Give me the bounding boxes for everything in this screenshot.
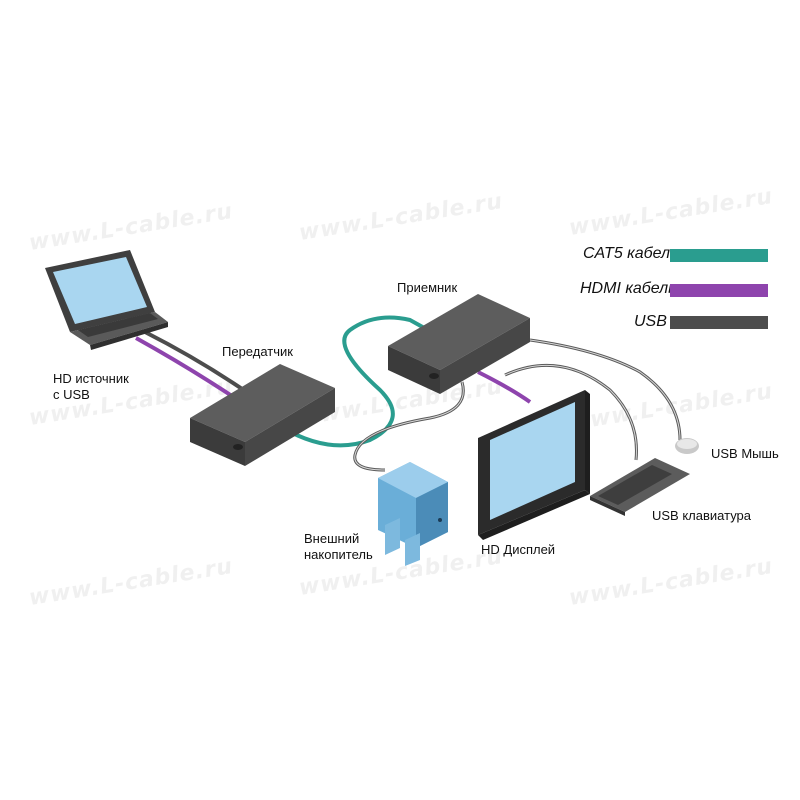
transmitter-device <box>190 364 335 466</box>
hdmi-cable-display <box>477 370 532 404</box>
legend-hdmi-label: HDMI кабель <box>580 280 677 297</box>
label-hd-source-line2: с USB <box>53 387 90 402</box>
label-receiver: Приемник <box>397 280 458 295</box>
label-external-storage-line2: накопитель <box>304 547 373 562</box>
label-usb-mouse: USB Мышь <box>711 446 779 461</box>
keyboard-icon <box>590 458 690 516</box>
receiver-device <box>388 294 530 394</box>
label-hd-display: HD Дисплей <box>481 542 556 557</box>
legend-usb-swatch <box>670 316 768 329</box>
mouse-icon <box>675 438 699 454</box>
label-usb-keyboard: USB клавиатура <box>652 508 752 523</box>
usb-cable-storage <box>353 381 465 472</box>
label-hd-source-line1: HD источник <box>53 371 129 386</box>
label-external-storage-line1: Внешний <box>304 531 360 546</box>
legend-hdmi-swatch <box>670 284 768 297</box>
legend-usb-label: USB <box>634 313 667 330</box>
legend-cat5-label: CAT5 кабель <box>583 245 679 262</box>
legend-cat5-swatch <box>670 249 768 262</box>
usb-cable-laptop <box>144 330 250 395</box>
label-transmitter: Передатчик <box>222 344 293 359</box>
hdmi-cable-laptop <box>135 336 240 402</box>
cat5-cable <box>282 315 429 448</box>
label-external-storage: Внешний накопитель <box>304 531 373 563</box>
hd-display-icon <box>478 390 590 540</box>
laptop-icon <box>45 250 168 350</box>
label-hd-source: HD источник с USB <box>53 371 129 403</box>
external-storage-icon <box>378 462 448 566</box>
